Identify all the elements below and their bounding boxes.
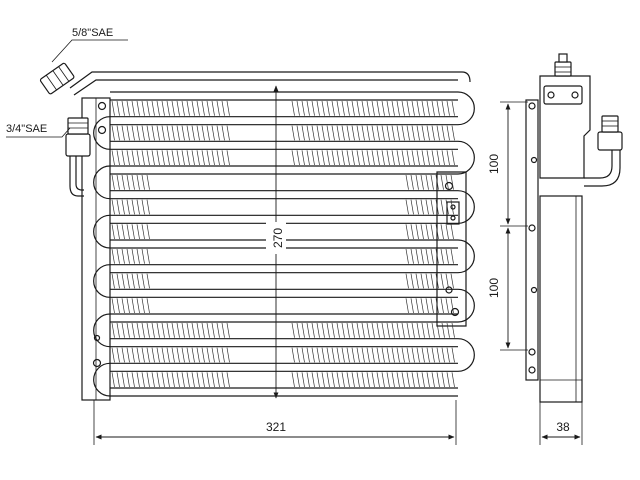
fin-hatch <box>405 199 454 215</box>
pitch-lower-value: 100 <box>487 278 501 298</box>
top-inlet-pipe <box>39 62 471 96</box>
fin-hatch <box>111 372 230 388</box>
fin-hatch <box>111 224 150 240</box>
tube-row <box>93 116 458 150</box>
fin-hatch <box>111 199 150 215</box>
fin-hatch <box>405 224 454 240</box>
fin-hatch <box>111 347 230 363</box>
fin-hatch <box>405 298 454 314</box>
fin-hatch <box>291 100 455 116</box>
fin-hatch <box>111 100 230 116</box>
fin-hatch <box>111 273 150 289</box>
tube-bend <box>93 214 111 249</box>
depth-dimension: 38 <box>539 402 583 445</box>
fin-zones <box>111 100 455 388</box>
side-port-fitting <box>65 117 91 197</box>
tube-row <box>110 140 475 175</box>
width-value: 321 <box>266 420 286 434</box>
tube-row <box>93 264 458 298</box>
fin-hatch <box>291 322 455 338</box>
height-dimension: 270 <box>266 85 286 399</box>
right-bracket <box>436 171 467 327</box>
tube-row <box>110 91 475 126</box>
tube-bend <box>93 116 111 150</box>
tube-row <box>93 313 458 348</box>
tube-row <box>110 190 475 224</box>
side-top-fitting <box>554 61 572 77</box>
port-side-callout: 3/4"SAE <box>6 123 71 138</box>
tube-bend <box>93 165 111 200</box>
tube-bend <box>457 190 475 224</box>
fin-hatch <box>405 273 454 289</box>
side-core <box>539 195 583 403</box>
port-top-label: 5/8"SAE <box>72 27 113 39</box>
tube-row <box>110 288 475 323</box>
tube-bend <box>457 239 475 274</box>
fin-hatch <box>291 125 455 141</box>
tube-row <box>93 362 458 397</box>
tube-row <box>110 338 475 372</box>
port-side-label: 3/4"SAE <box>6 123 47 135</box>
fin-hatch <box>111 248 150 264</box>
tube-row <box>93 165 458 200</box>
side-view: 100 100 38 <box>487 53 623 445</box>
fin-hatch <box>111 125 230 141</box>
tube-bend <box>93 313 111 348</box>
tube-bend <box>93 264 111 298</box>
side-mount-strip <box>525 99 539 381</box>
port-top-callout: 5/8"SAE <box>51 27 128 63</box>
tube-row <box>110 387 458 397</box>
height-value: 270 <box>271 228 285 248</box>
tube-bend <box>93 362 111 397</box>
pitch-upper-value: 100 <box>487 154 501 174</box>
fin-hatch <box>111 150 230 166</box>
fin-hatch <box>111 298 150 314</box>
fin-hatch <box>405 174 454 190</box>
pitch-dimension: 100 100 <box>487 101 528 351</box>
tube-bend <box>457 140 475 175</box>
tube-bend <box>457 338 475 372</box>
fin-hatch <box>291 347 455 363</box>
width-dimension: 321 <box>93 400 457 445</box>
fin-hatch <box>111 322 230 338</box>
fin-hatch <box>405 248 454 264</box>
fin-hatch <box>111 174 150 190</box>
tube-bend <box>457 288 475 323</box>
tube-row <box>110 239 475 274</box>
depth-value: 38 <box>556 420 570 434</box>
fin-hatch <box>291 372 455 388</box>
side-outlet-fitting <box>597 131 623 151</box>
front-view: 270 321 5/8"SAE 3/4"SAE <box>6 27 475 445</box>
fin-hatch <box>291 150 455 166</box>
tube-bend <box>457 91 475 126</box>
